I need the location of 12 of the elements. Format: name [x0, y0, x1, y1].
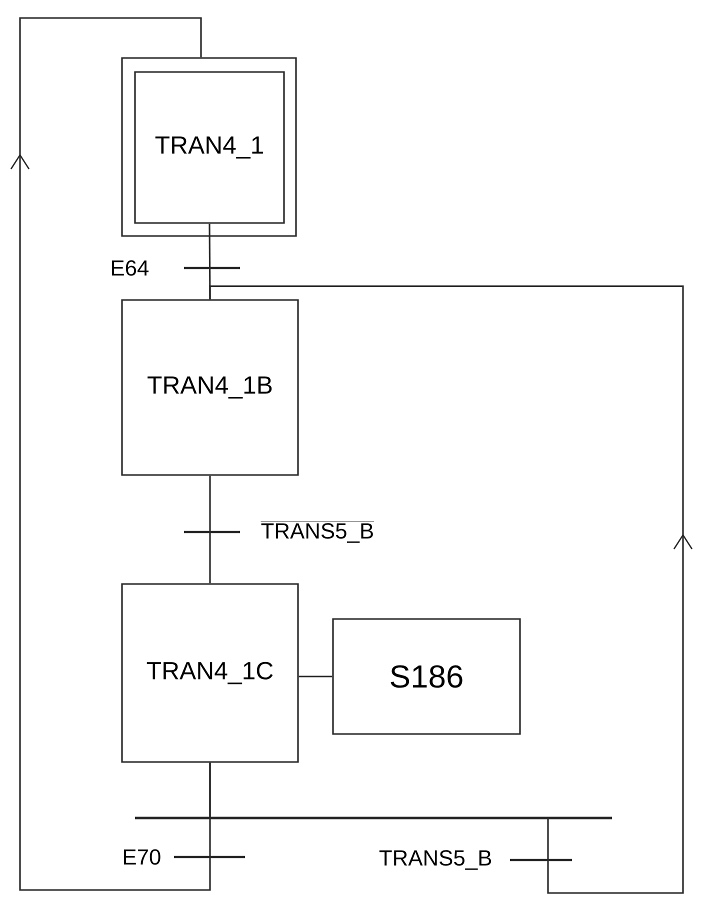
- transition-label: TRANS5_B: [376, 848, 494, 872]
- step-box: TRAN4_1B: [121, 299, 299, 476]
- connector: [209, 476, 211, 584]
- connector: [10, 17, 211, 891]
- connector: [209, 285, 693, 894]
- transition-label: E64: [108, 258, 152, 278]
- action-box: S186: [332, 618, 521, 735]
- step-box: TRAN4_1C: [121, 583, 299, 763]
- initial-step-box: TRAN4_1: [121, 57, 297, 237]
- transition-label: TRANS5_B: [258, 519, 376, 545]
- transition-label: E70: [120, 847, 164, 867]
- connector: [298, 676, 332, 678]
